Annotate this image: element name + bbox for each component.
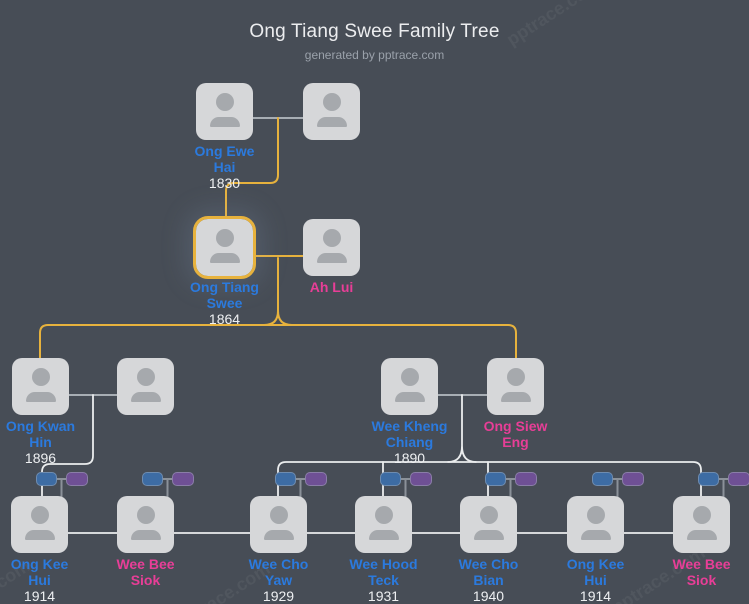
parents-indicator	[36, 472, 88, 486]
person-icon	[322, 229, 341, 247]
person-box[interactable]	[117, 496, 174, 553]
person-icon	[506, 368, 525, 386]
person-icon	[263, 530, 294, 540]
person-icon	[269, 506, 288, 524]
mother-pill-icon[interactable]	[172, 472, 194, 486]
person-icon	[322, 93, 341, 111]
mother-pill-icon[interactable]	[305, 472, 327, 486]
person-icon	[692, 506, 711, 524]
person-box-selected[interactable]	[193, 216, 256, 279]
person-box[interactable]	[117, 358, 174, 415]
person-icon	[30, 506, 49, 524]
person-card: Wee Bee Siok	[116, 496, 175, 588]
person-box[interactable]	[196, 83, 253, 140]
person-box[interactable]	[355, 496, 412, 553]
person-icon	[130, 530, 161, 540]
person-icon	[136, 506, 155, 524]
person-icon	[136, 368, 155, 386]
person-box[interactable]	[381, 358, 438, 415]
person-icon	[368, 530, 399, 540]
header: Ong Tiang Swee Family Tree generated by …	[0, 21, 749, 62]
person-icon	[316, 253, 347, 263]
person-icon	[374, 506, 393, 524]
father-pill-icon[interactable]	[485, 472, 506, 486]
person-icon	[473, 530, 504, 540]
parents-indicator	[698, 472, 749, 486]
person-icon	[316, 117, 347, 127]
mother-pill-icon[interactable]	[410, 472, 432, 486]
person-icon	[580, 530, 611, 540]
father-pill-icon[interactable]	[592, 472, 613, 486]
person-box[interactable]	[11, 496, 68, 553]
person-card: Wee Bee Siok	[672, 496, 731, 588]
person-box[interactable]	[303, 83, 360, 140]
father-pill-icon[interactable]	[380, 472, 401, 486]
person-box[interactable]	[673, 496, 730, 553]
person-card: Ong Siew Eng	[484, 358, 547, 450]
person-icon	[479, 506, 498, 524]
father-pill-icon[interactable]	[36, 472, 57, 486]
person-icon	[24, 530, 55, 540]
father-pill-icon[interactable]	[142, 472, 163, 486]
person-icon	[394, 392, 425, 402]
person-icon	[215, 229, 234, 247]
person-box[interactable]	[250, 496, 307, 553]
mother-pill-icon[interactable]	[66, 472, 88, 486]
mother-pill-icon[interactable]	[622, 472, 644, 486]
person-icon	[500, 392, 531, 402]
mother-pill-icon[interactable]	[515, 472, 537, 486]
person-icon	[400, 368, 419, 386]
mother-pill-icon[interactable]	[728, 472, 749, 486]
person-icon	[215, 93, 234, 111]
person-icon	[25, 392, 56, 402]
parents-indicator	[592, 472, 644, 486]
person-box[interactable]	[303, 219, 360, 276]
person-icon	[686, 530, 717, 540]
person-box[interactable]	[567, 496, 624, 553]
parents-indicator	[275, 472, 327, 486]
person-card	[117, 358, 174, 415]
person-icon	[586, 506, 605, 524]
person-icon	[31, 368, 50, 386]
page-subtitle: generated by pptrace.com	[304, 48, 445, 62]
person-box[interactable]	[487, 358, 544, 415]
person-icon	[209, 117, 240, 127]
person-card: Ah Lui	[303, 219, 360, 295]
person-box[interactable]	[12, 358, 69, 415]
person-icon	[130, 392, 161, 402]
person-icon	[209, 253, 240, 263]
father-pill-icon[interactable]	[698, 472, 719, 486]
page-title: Ong Tiang Swee Family Tree	[249, 21, 500, 42]
parents-indicator	[142, 472, 194, 486]
parents-indicator	[485, 472, 537, 486]
parents-indicator	[380, 472, 432, 486]
father-pill-icon[interactable]	[275, 472, 296, 486]
person-card	[303, 83, 360, 140]
person-box[interactable]	[460, 496, 517, 553]
